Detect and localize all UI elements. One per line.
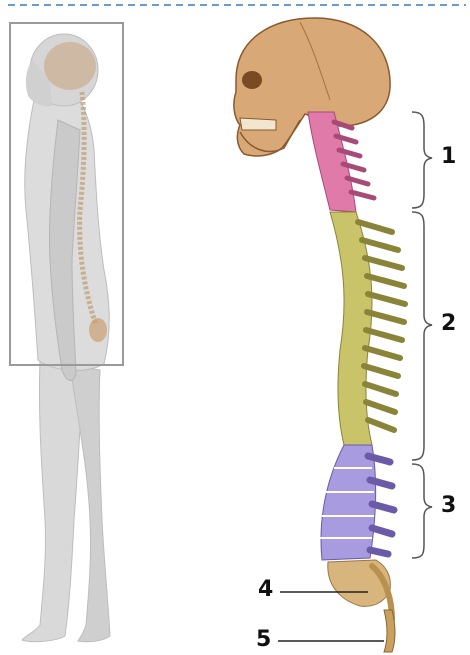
- thoracic-process: [368, 420, 394, 430]
- body-legs: [22, 360, 84, 642]
- skull-eye-socket: [242, 71, 262, 89]
- thoracic-process: [358, 222, 392, 232]
- thoracic-process: [368, 294, 405, 304]
- label-lumbar: 3: [441, 495, 456, 517]
- thoracic-process: [364, 366, 398, 376]
- sacrum: [328, 560, 392, 620]
- cervical-vertebrae: [308, 112, 374, 212]
- label-thoracic: 2: [441, 313, 456, 335]
- thoracic-process: [362, 240, 398, 250]
- sacrum-shape: [328, 560, 391, 606]
- body-leg-back: [70, 365, 110, 642]
- label-sacrum: 4: [258, 579, 273, 601]
- thoracic-process: [367, 312, 404, 322]
- lumbar-column: [321, 445, 376, 560]
- lumbar-vertebrae: [320, 445, 394, 560]
- skull-teeth: [240, 118, 276, 130]
- thoracic-process: [365, 348, 400, 358]
- region-brackets: [412, 112, 432, 558]
- human-body-figure: [22, 34, 110, 642]
- cervical-process: [351, 192, 374, 198]
- label-cervical: 1: [441, 146, 456, 168]
- coccyx: [384, 610, 395, 652]
- label-coccyx: 5: [256, 629, 271, 651]
- thoracic-vertebrae: [330, 212, 405, 445]
- body-pelvis-overlay: [89, 318, 107, 342]
- thoracic-process: [366, 330, 402, 340]
- lumbar-process: [370, 550, 388, 554]
- thoracic-process: [365, 258, 402, 268]
- coccyx-shape: [384, 610, 395, 652]
- thoracic-process: [367, 276, 404, 286]
- thoracic-process: [366, 402, 395, 412]
- bracket-cervical: [412, 112, 432, 208]
- bracket-thoracic: [412, 212, 432, 460]
- body-skull-overlay: [44, 42, 96, 90]
- thoracic-process: [365, 384, 396, 394]
- lumbar-process: [372, 528, 392, 534]
- bracket-lumbar: [412, 464, 432, 558]
